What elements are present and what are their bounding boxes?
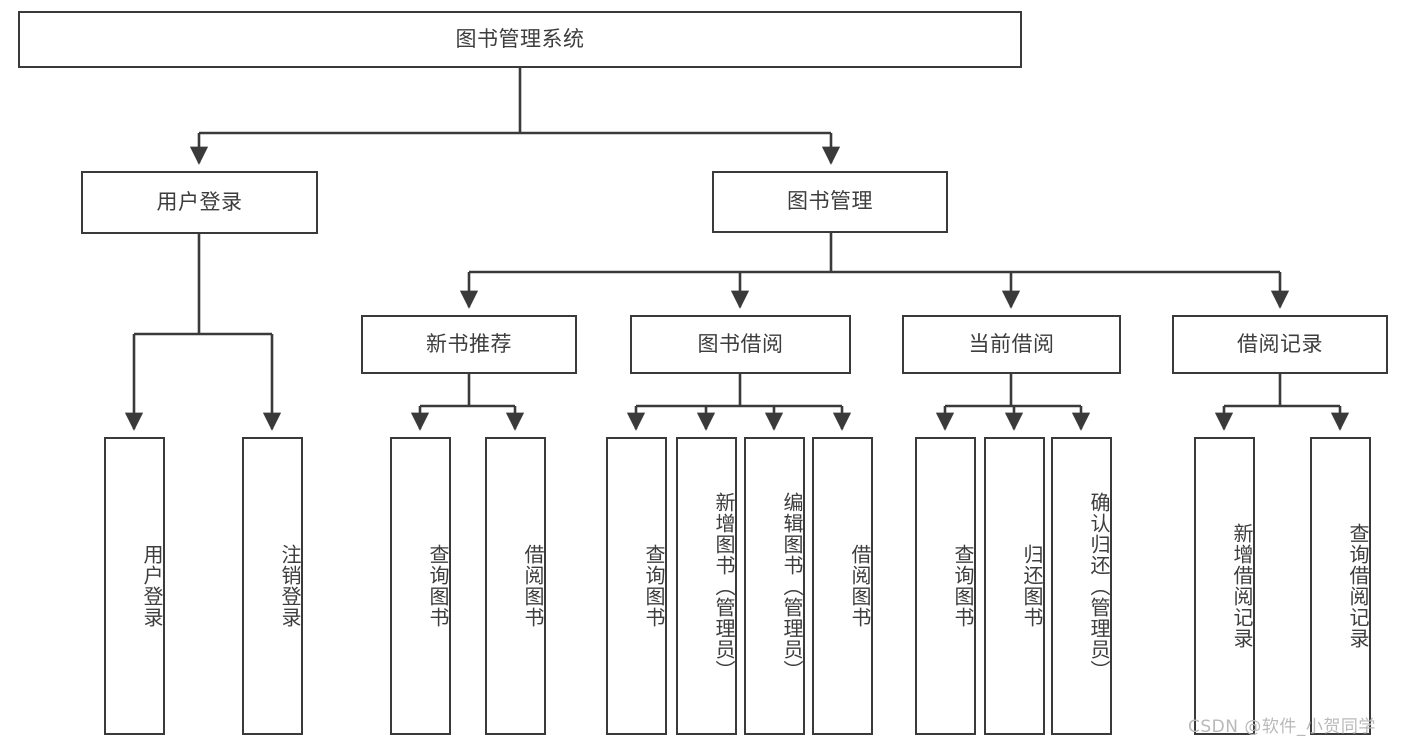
leaf-borrow-book-recommend[interactable]: 借阅图书: [485, 437, 546, 735]
leaf-borrow-book-label: 借阅图书: [848, 544, 872, 628]
leaf-query-book-current-label: 查询图书: [951, 544, 975, 628]
leaf-return-book-label: 归还图书: [1020, 544, 1044, 628]
leaf-query-book-recommend[interactable]: 查询图书: [390, 437, 451, 735]
leaf-add-book-admin[interactable]: 新增图书（管理员）: [676, 437, 737, 735]
node-book-borrow-label: 图书借阅: [697, 331, 784, 356]
node-book-management-label: 图书管理: [787, 189, 873, 214]
leaf-logout-login[interactable]: 注销登录: [242, 437, 303, 735]
node-borrow-record[interactable]: 借阅记录: [1172, 315, 1388, 374]
leaf-return-book[interactable]: 归还图书: [984, 437, 1045, 735]
node-current-borrow[interactable]: 当前借阅: [902, 315, 1121, 374]
leaf-query-borrow-record-label: 查询借阅记录: [1346, 523, 1370, 649]
leaf-confirm-return-admin-label: 确认归还（管理员）: [1087, 491, 1111, 681]
node-user-login-label: 用户登录: [156, 189, 243, 214]
leaf-user-login-label: 用户登录: [140, 544, 164, 628]
leaf-borrow-book[interactable]: 借阅图书: [812, 437, 873, 735]
leaf-borrow-book-recommend-label: 借阅图书: [521, 544, 545, 628]
leaf-add-borrow-record[interactable]: 新增借阅记录: [1194, 437, 1255, 735]
node-new-book-recommend[interactable]: 新书推荐: [361, 315, 577, 374]
leaf-add-borrow-record-label: 新增借阅记录: [1230, 523, 1254, 649]
leaf-query-book-current[interactable]: 查询图书: [915, 437, 976, 735]
leaf-logout-login-label: 注销登录: [278, 544, 302, 628]
leaf-query-book-borrow[interactable]: 查询图书: [606, 437, 667, 735]
node-current-borrow-label: 当前借阅: [968, 331, 1055, 356]
leaf-add-book-admin-label: 新增图书（管理员）: [712, 491, 736, 681]
node-book-management[interactable]: 图书管理: [712, 171, 948, 233]
node-borrow-record-label: 借阅记录: [1237, 331, 1323, 356]
leaf-query-borrow-record[interactable]: 查询借阅记录: [1310, 437, 1371, 735]
leaf-edit-book-admin[interactable]: 编辑图书（管理员）: [744, 437, 805, 735]
csdn-watermark: CSDN @软件_小贺同学: [1188, 717, 1376, 737]
leaf-edit-book-admin-label: 编辑图书（管理员）: [780, 491, 804, 681]
leaf-user-login[interactable]: 用户登录: [104, 437, 165, 735]
leaf-query-book-recommend-label: 查询图书: [426, 544, 450, 628]
leaf-query-book-borrow-label: 查询图书: [642, 544, 666, 628]
node-root-system[interactable]: 图书管理系统: [18, 11, 1022, 68]
leaf-confirm-return-admin[interactable]: 确认归还（管理员）: [1051, 437, 1112, 735]
node-root-system-label: 图书管理系统: [455, 26, 585, 51]
node-book-borrow[interactable]: 图书借阅: [630, 315, 851, 374]
node-user-login[interactable]: 用户登录: [81, 171, 318, 234]
node-new-book-recommend-label: 新书推荐: [426, 331, 512, 356]
